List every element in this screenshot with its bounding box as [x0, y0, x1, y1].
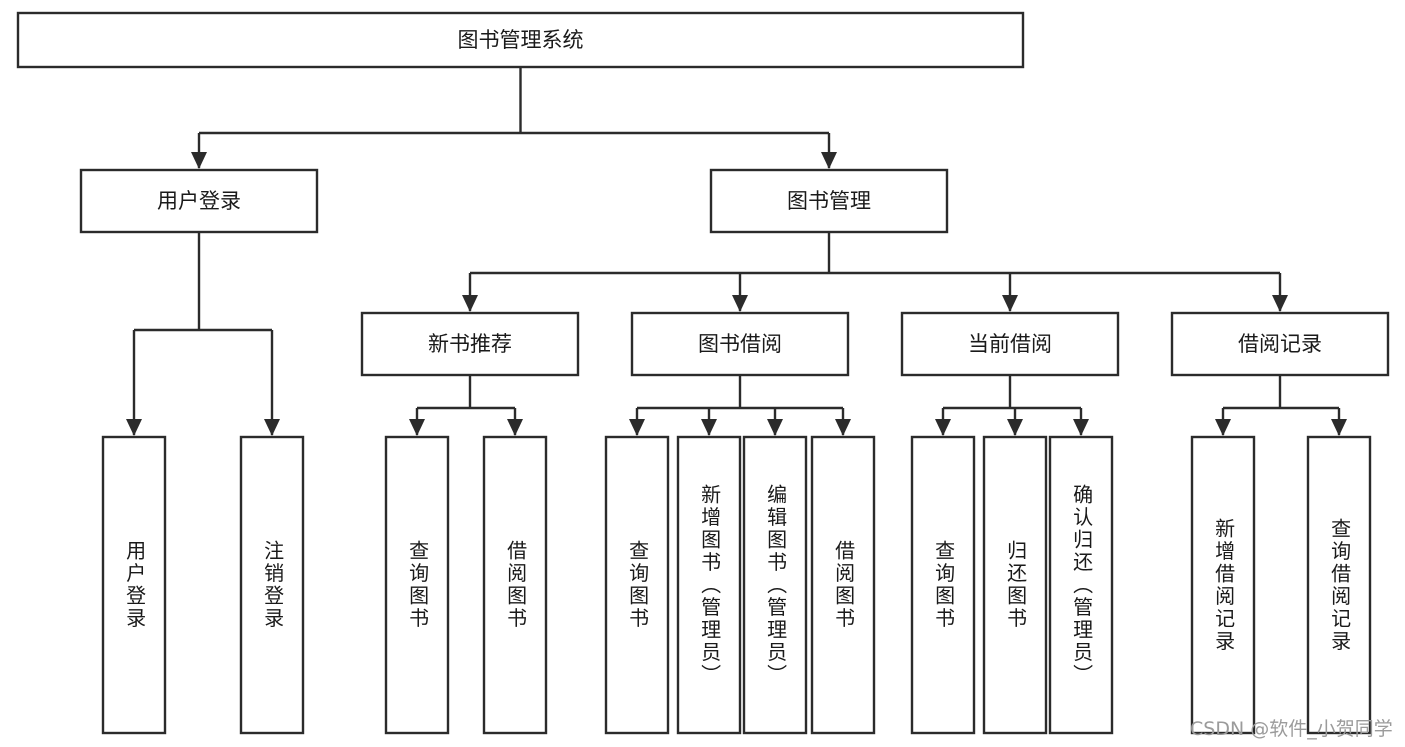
node-box-root[interactable] — [16, 11, 1025, 69]
node-box-leaf-4[interactable] — [604, 435, 670, 735]
node-box-level2-1[interactable] — [709, 168, 949, 234]
node-box-leaf-10[interactable] — [1048, 435, 1114, 735]
node-box-leaf-7[interactable] — [810, 435, 876, 735]
node-box-leaf-8[interactable] — [910, 435, 976, 735]
node-box-leaf-12[interactable] — [1306, 435, 1372, 735]
borrow-books-to-leaves-arrow-icon-3 — [835, 419, 851, 436]
current-borrow-to-leaves-arrow-icon-2 — [1073, 419, 1089, 436]
node-box-level3-2[interactable] — [900, 311, 1120, 377]
borrow-records-to-leaves-arrow-icon-0 — [1215, 419, 1231, 436]
node-box-level3-0[interactable] — [360, 311, 580, 377]
node-box-leaf-0[interactable] — [101, 435, 167, 735]
connectors-layer — [126, 67, 1347, 436]
boxes-layer — [16, 11, 1390, 735]
root-to-level2-arrow-icon-1 — [821, 152, 837, 169]
node-box-level2-0[interactable] — [79, 168, 319, 234]
node-label-level3-3: 借阅记录 — [1238, 332, 1322, 356]
book-mgmt-to-level3-arrow-icon-3 — [1272, 295, 1288, 312]
book-mgmt-to-level3-arrow-icon-2 — [1002, 295, 1018, 312]
node-label-level2-1: 图书管理 — [787, 189, 871, 213]
node-box-leaf-1[interactable] — [239, 435, 305, 735]
node-label-level3-2: 当前借阅 — [968, 332, 1052, 356]
node-label-level3-1: 图书借阅 — [698, 332, 782, 356]
node-label-level2-0: 用户登录 — [157, 189, 241, 213]
book-mgmt-to-level3-arrow-icon-1 — [732, 295, 748, 312]
node-box-level3-3[interactable] — [1170, 311, 1390, 377]
borrow-books-to-leaves-arrow-icon-0 — [629, 419, 645, 436]
current-borrow-to-leaves-arrow-icon-0 — [935, 419, 951, 436]
node-label-root: 图书管理系统 — [458, 28, 584, 52]
node-box-level3-1[interactable] — [630, 311, 850, 377]
borrow-records-to-leaves-arrow-icon-1 — [1331, 419, 1347, 436]
login-to-leaves-arrow-icon-1 — [264, 419, 280, 436]
borrow-books-to-leaves-arrow-icon-1 — [701, 419, 717, 436]
node-box-leaf-11[interactable] — [1190, 435, 1256, 735]
new-books-to-leaves-arrow-icon-1 — [507, 419, 523, 436]
node-box-leaf-5[interactable] — [676, 435, 742, 735]
login-to-leaves-arrow-icon-0 — [126, 419, 142, 436]
node-label-level3-0: 新书推荐 — [428, 332, 512, 356]
csdn-watermark: CSDN @软件_小贺同学 — [1190, 718, 1393, 740]
borrow-books-to-leaves-arrow-icon-2 — [767, 419, 783, 436]
node-box-leaf-2[interactable] — [384, 435, 450, 735]
current-borrow-to-leaves-arrow-icon-1 — [1007, 419, 1023, 436]
node-box-leaf-3[interactable] — [482, 435, 548, 735]
new-books-to-leaves-arrow-icon-0 — [409, 419, 425, 436]
node-box-leaf-6[interactable] — [742, 435, 808, 735]
root-to-level2-arrow-icon-0 — [191, 152, 207, 169]
node-box-leaf-9[interactable] — [982, 435, 1048, 735]
book-mgmt-to-level3-arrow-icon-0 — [462, 295, 478, 312]
